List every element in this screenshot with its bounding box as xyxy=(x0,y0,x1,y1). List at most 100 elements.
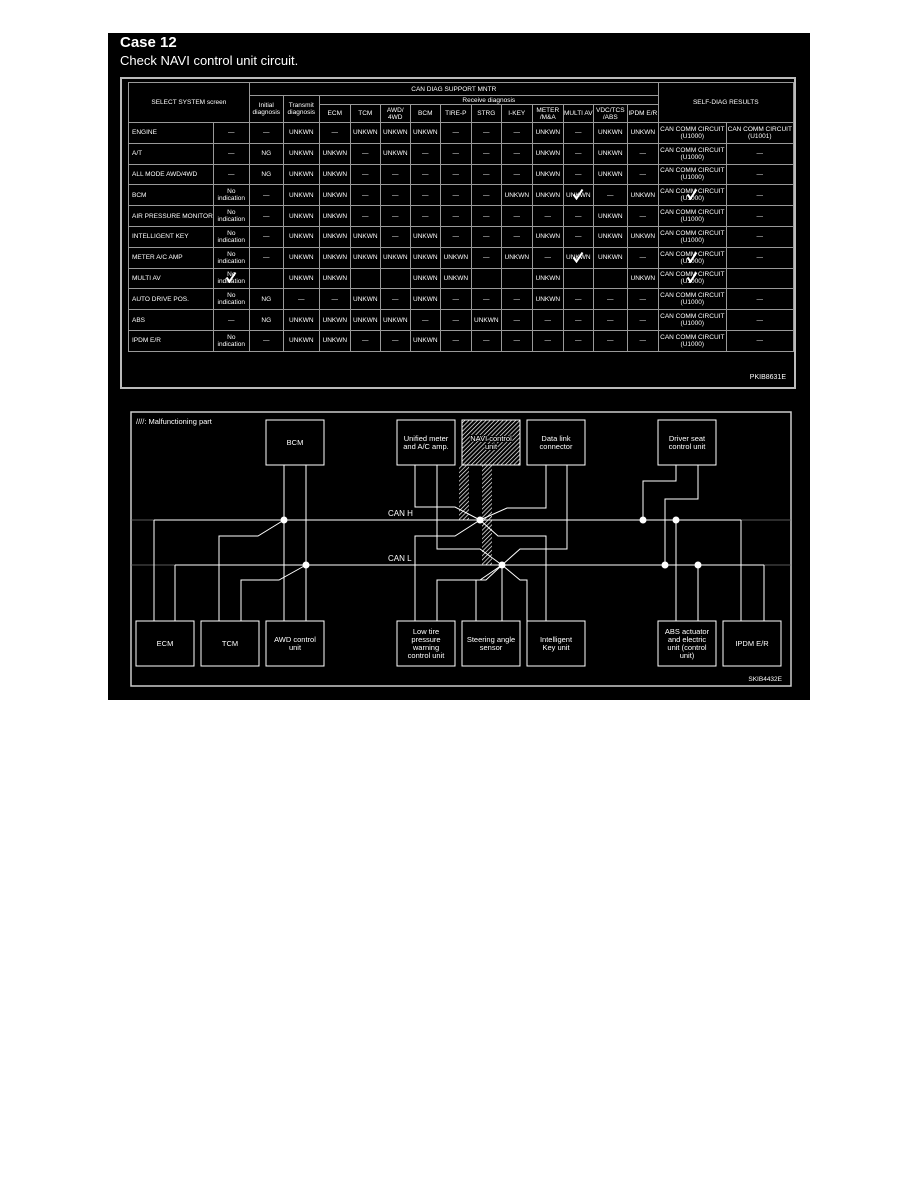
cell-value: — xyxy=(452,129,460,137)
cell-value: — xyxy=(639,170,647,178)
table-cell: UNKWN xyxy=(592,225,628,248)
cell-value: — xyxy=(513,316,521,324)
table-cell: UNKWN xyxy=(531,163,564,186)
table-cell: UNKWN xyxy=(592,142,628,165)
table-cell: — xyxy=(439,309,472,331)
header-initial: Initial diagnosis xyxy=(248,95,284,123)
table-cell: UNKWN xyxy=(409,288,441,311)
table-cell: UNKWN xyxy=(531,142,564,165)
table-cell: UNKWN xyxy=(318,142,351,165)
table-cell: UNKWN xyxy=(282,205,320,227)
table-cell: — xyxy=(725,163,794,186)
cell-value: NG xyxy=(261,150,272,158)
cell-value: No indication xyxy=(217,229,246,244)
cell-value: UNKWN xyxy=(413,337,438,345)
cell-value: — xyxy=(392,170,399,178)
figure-code: PKIB8631E xyxy=(749,374,786,381)
table-cell: CAN COMM CIRCUIT (U1000) xyxy=(657,329,727,352)
table-cell: — xyxy=(439,329,472,352)
cell-value: — xyxy=(452,150,460,158)
cell-value: UNKWN xyxy=(598,212,623,220)
table-cell: NG xyxy=(248,163,284,186)
table-cell: UNKWN xyxy=(282,225,320,248)
cell-value: — xyxy=(513,233,521,241)
table-cell: CAN COMM CIRCUIT (U1000) xyxy=(657,309,727,331)
header-receive-col: AWD/ 4WD xyxy=(379,104,411,123)
table-cell xyxy=(500,267,533,290)
can-l-label: CAN L xyxy=(388,554,412,563)
cell-value: CAN COMM CIRCUIT (U1000) xyxy=(660,333,725,348)
unit-bottom-2-box xyxy=(265,620,325,667)
unit-bottom-7-label: IPDM E/R xyxy=(735,639,769,648)
cell-value: No indication xyxy=(217,188,246,203)
cell-value: — xyxy=(263,233,270,241)
cell-value: UNKWN xyxy=(598,233,623,241)
cell-value: — xyxy=(298,295,305,303)
unit-bottom-0-label: ECM xyxy=(157,639,174,648)
table-cell: No indication xyxy=(212,184,250,207)
table-cell: — xyxy=(248,205,284,227)
cell-value: — xyxy=(422,191,429,199)
table-cell: UNKWN xyxy=(282,267,320,290)
table-cell: NG xyxy=(248,288,284,311)
case-subtitle: Check NAVI control unit circuit. xyxy=(120,53,299,68)
unit-bottom-7-box xyxy=(722,620,782,667)
cell-value: UNKWN xyxy=(535,233,561,241)
table-cell: UNKWN xyxy=(626,122,659,144)
table-cell: — xyxy=(725,184,794,207)
unit-top-1-box xyxy=(396,419,456,466)
cell-value: UNKWN xyxy=(322,191,348,199)
table-cell: — xyxy=(349,163,381,186)
table-cell: UNKWN xyxy=(409,225,441,248)
cell-value: NG xyxy=(261,295,272,303)
table-cell: — xyxy=(500,122,533,144)
table-cell: — xyxy=(500,205,533,227)
cell-value: — xyxy=(362,191,369,199)
header-select-system: SELECT SYSTEM screen xyxy=(128,82,250,123)
table-cell: — xyxy=(562,309,594,331)
system-name: A/T xyxy=(128,142,214,165)
table-cell: — xyxy=(349,205,381,227)
table-cell: — xyxy=(531,309,564,331)
cell-value: — xyxy=(575,170,582,178)
header-receive-col: METER /M&A xyxy=(531,104,564,123)
table-cell: — xyxy=(439,184,472,207)
table-cell xyxy=(248,267,284,290)
table-cell: UNKWN xyxy=(470,309,502,331)
cell-value: CAN COMM CIRCUIT (U1000) xyxy=(660,167,725,182)
table-cell: — xyxy=(379,288,411,311)
table-cell: — xyxy=(562,163,594,186)
navi-can-l-wire-malfunction xyxy=(482,465,492,565)
system-name: AUTO DRIVE POS. xyxy=(128,288,214,311)
cell-value: — xyxy=(575,337,582,345)
cell-value: — xyxy=(422,212,429,220)
cell-value: UNKWN xyxy=(322,316,348,324)
table-cell: UNKWN xyxy=(626,267,659,290)
cell-value: — xyxy=(756,233,764,241)
table-cell: UNKWN xyxy=(282,184,320,207)
cell-value: UNKWN xyxy=(322,274,348,282)
system-name: MULTI AV xyxy=(128,267,214,290)
table-cell: — xyxy=(626,205,659,227)
table-cell: UNKWN xyxy=(500,246,533,269)
cell-value: UNKWN xyxy=(322,254,348,262)
cell-value: UNKWN xyxy=(598,254,623,262)
system-name: ABS xyxy=(128,309,214,331)
table-cell: — xyxy=(248,184,284,207)
cell-value: — xyxy=(331,295,339,303)
cell-value: — xyxy=(607,295,614,303)
unit-bottom-4-box xyxy=(461,620,521,667)
table-cell: CAN COMM CIRCUIT (U1000) xyxy=(657,142,727,165)
cell-value: UNKWN xyxy=(630,274,656,282)
cell-value: — xyxy=(639,150,647,158)
cell-value: — xyxy=(483,337,490,345)
cell-value: CAN COMM CIRCUIT (U1000) xyxy=(660,188,725,203)
cell-value: — xyxy=(639,295,647,303)
cell-value: — xyxy=(392,233,399,241)
table-cell: — xyxy=(562,205,594,227)
